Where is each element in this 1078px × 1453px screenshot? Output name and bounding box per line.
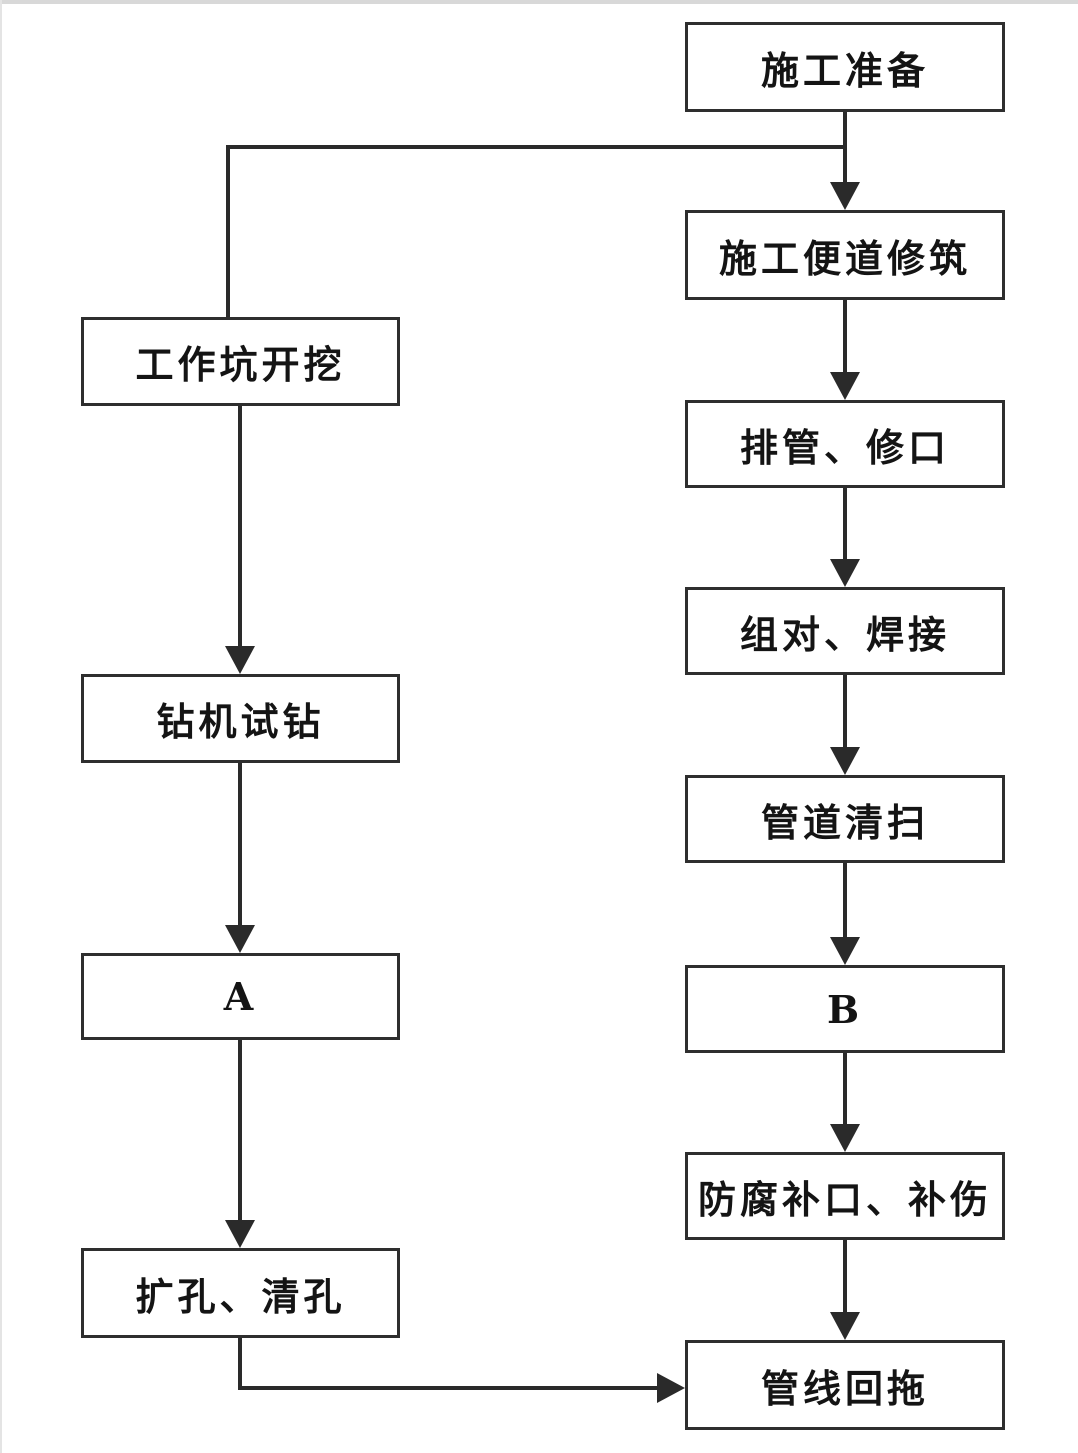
arrowhead-down-pit-to-drill <box>225 646 255 674</box>
flow-node-work-pit-excavation: 工作坑开挖 <box>81 317 400 406</box>
arrowhead-down-b-to-anticorr <box>830 1124 860 1152</box>
flow-node-fitup-welding: 组对、焊接 <box>685 587 1005 675</box>
arrowhead-down-clean-to-b <box>830 937 860 965</box>
flow-node-pipeline-pullback: 管线回拖 <box>685 1340 1005 1430</box>
flow-node-a: A <box>81 953 400 1040</box>
edge-pipe-to-weld-line <box>843 488 847 559</box>
edge-road-to-pipe-line <box>843 300 847 372</box>
arrowhead-right-ream-to-pullback <box>657 1373 685 1403</box>
node-label-drill-rig-trial-drilling: 钻机试钻 <box>156 699 325 744</box>
arrowhead-down-anticorr-to-pullback <box>830 1312 860 1340</box>
edge-clean-to-b-line <box>843 863 847 937</box>
edge-pit-to-drill-line <box>238 406 242 646</box>
flow-node-reaming-hole-cleaning: 扩孔、清孔 <box>81 1248 400 1338</box>
edge-prep-to-pit-horizontal-line <box>226 145 847 149</box>
node-label-reaming-hole-cleaning: 扩孔、清孔 <box>135 1273 346 1319</box>
flow-node-access-road-construction: 施工便道修筑 <box>685 210 1005 300</box>
flow-node-pipeline-cleaning: 管道清扫 <box>685 775 1005 863</box>
scan-edge-top <box>0 0 1078 4</box>
arrowhead-down-road-to-pipe <box>830 372 860 400</box>
node-label-construction-preparation: 施工准备 <box>760 47 929 93</box>
scan-edge-left <box>0 0 2 1453</box>
arrowhead-down-prep-to-road <box>830 182 860 210</box>
arrowhead-down-pipe-to-weld <box>830 559 860 587</box>
node-label-pipe-stringing-end-repair: 排管、修口 <box>739 424 950 470</box>
edge-ream-to-pullback-vertical-line <box>238 1338 242 1390</box>
edge-drill-to-a-line <box>238 763 242 925</box>
flow-node-drill-rig-trial-drilling: 钻机试钻 <box>81 674 400 763</box>
edge-b-to-anticorr-line <box>843 1053 847 1124</box>
node-label-pipeline-cleaning: 管道清扫 <box>760 799 929 845</box>
flow-node-b: B <box>685 965 1005 1053</box>
arrowhead-down-a-to-ream <box>225 1220 255 1248</box>
edge-prep-to-pit-vertical-line <box>226 145 230 317</box>
node-label-access-road-construction: 施工便道修筑 <box>718 235 971 281</box>
node-label-work-pit-excavation: 工作坑开挖 <box>135 342 346 387</box>
node-label-b: B <box>826 986 864 1032</box>
edge-a-to-ream-line <box>238 1040 242 1220</box>
flow-node-anticorrosion-joint-damage-repair: 防腐补口、补伤 <box>685 1152 1005 1240</box>
flow-node-pipe-stringing-end-repair: 排管、修口 <box>685 400 1005 488</box>
arrowhead-down-drill-to-a <box>225 925 255 953</box>
edge-anticorr-to-pullback-line <box>843 1240 847 1312</box>
edge-weld-to-clean-line <box>843 675 847 747</box>
arrowhead-down-weld-to-clean <box>830 747 860 775</box>
flow-node-construction-preparation: 施工准备 <box>685 22 1005 112</box>
edge-ream-to-pullback-horizontal-line <box>238 1386 657 1390</box>
node-label-fitup-welding: 组对、焊接 <box>739 611 950 657</box>
node-label-a: A <box>223 974 258 1019</box>
node-label-pipeline-pullback: 管线回拖 <box>760 1365 929 1411</box>
node-label-anticorrosion-joint-damage-repair: 防腐补口、补伤 <box>697 1176 992 1222</box>
